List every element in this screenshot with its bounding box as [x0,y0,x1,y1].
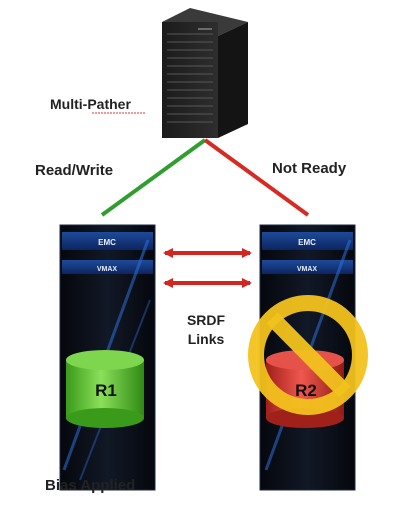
right-array-model: VMAX [297,266,318,273]
r1-label: R1 [95,381,117,400]
not-ready-label: Not Ready [272,160,347,177]
read-write-label: Read/Write [35,162,113,179]
right-array-brand: EMC [298,238,316,247]
no-symbol-icon [248,295,368,415]
read-write-path [100,138,207,217]
srdf-label: SRDF [187,312,226,328]
links-label: Links [188,331,225,347]
left-array-brand: EMC [98,238,116,247]
r2-label: R2 [295,381,317,400]
bias-applied-label: Bias Applied [45,477,135,494]
r1-disk-icon: R1 [66,350,144,428]
left-array-model: VMAX [97,266,118,273]
multipather-server-icon [162,8,248,138]
not-ready-path [203,138,310,217]
multipather-label: Multi-Pather [50,96,131,112]
